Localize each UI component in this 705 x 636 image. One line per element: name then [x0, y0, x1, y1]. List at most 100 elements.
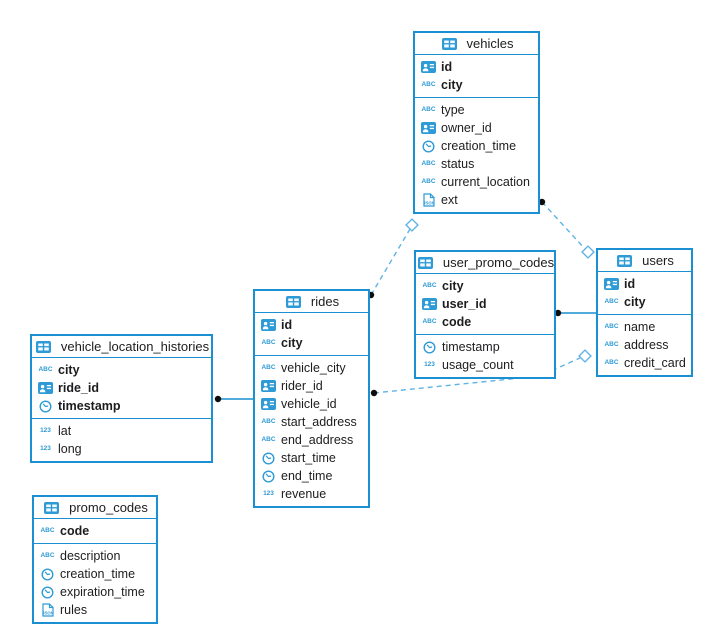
table-header[interactable]: vehicle_location_histories [32, 336, 211, 358]
abc-text-icon: ABC [40, 526, 55, 534]
column-name: vehicle_city [281, 361, 346, 375]
column-name: city [442, 279, 464, 293]
table-header[interactable]: promo_codes [34, 497, 156, 519]
relation-rides-vehicles[interactable] [367, 218, 419, 299]
column-name: name [624, 320, 656, 334]
column-row-rules[interactable]: JSON rules [34, 601, 156, 619]
column-row-id[interactable]: id [255, 316, 368, 334]
json-document-icon: JSON [38, 603, 57, 617]
relation-user_promo_codes-users[interactable] [554, 309, 596, 317]
column-row-vehicle_id[interactable]: vehicle_id [255, 395, 368, 413]
column-row-id[interactable]: id [598, 275, 691, 293]
column-row-timestamp[interactable]: timestamp [416, 338, 554, 356]
column-row-owner_id[interactable]: owner_id [415, 119, 538, 137]
table-header[interactable]: vehicles [415, 33, 538, 55]
column-name: user_id [442, 297, 487, 311]
abc-text-icon: ABC [421, 105, 436, 113]
column-name: rider_id [281, 379, 323, 393]
abc-text-icon: ABC [604, 358, 619, 366]
column-row-creation_time[interactable]: creation_time [415, 137, 538, 155]
column-name: credit_card [624, 356, 686, 370]
column-name: city [624, 295, 646, 309]
id-badge-icon [259, 380, 278, 392]
svg-text:JSON: JSON [42, 610, 53, 615]
column-name: owner_id [441, 121, 492, 135]
column-row-expiration_time[interactable]: expiration_time [34, 583, 156, 601]
relation-endpoint-diamond [405, 218, 419, 232]
abc-text-icon: ABC [38, 365, 53, 373]
column-row-timestamp[interactable]: timestamp [32, 397, 211, 415]
table-header[interactable]: users [598, 250, 691, 272]
column-name: creation_time [60, 567, 136, 581]
column-row-creation_time[interactable]: creation_time [34, 565, 156, 583]
abc-text-icon: ABC [604, 322, 619, 330]
table-title: rides [310, 294, 340, 309]
table-title: vehicle_location_histories [60, 339, 210, 354]
column-row-user_id[interactable]: user_id [416, 295, 554, 313]
column-row-id[interactable]: id [415, 58, 538, 76]
column-name: end_time [281, 469, 333, 483]
column-name: timestamp [58, 399, 121, 413]
id-badge-icon [420, 298, 439, 310]
column-row-start_time[interactable]: start_time [255, 449, 368, 467]
abc-text-icon: ABC [422, 317, 437, 325]
column-name: ext [441, 193, 458, 207]
column-name: expiration_time [60, 585, 145, 599]
column-row-ride_id[interactable]: ride_id [32, 379, 211, 397]
column-row-rider_id[interactable]: rider_id [255, 377, 368, 395]
number-123-icon: 123 [40, 426, 51, 434]
id-badge-icon [602, 278, 621, 290]
table-header[interactable]: user_promo_codes [416, 252, 554, 274]
abc-text-icon: ABC [261, 363, 276, 371]
table-icon [34, 340, 53, 353]
column-name: rules [60, 603, 88, 617]
column-row-vehicle_city[interactable]: ABC vehicle_city [255, 359, 368, 377]
table-header[interactable]: rides [255, 291, 368, 313]
primary-key-section: ABC code [34, 519, 156, 544]
column-name: description [60, 549, 121, 563]
number-123-icon: 123 [424, 360, 435, 368]
json-document-icon: JSON [419, 193, 438, 207]
column-row-end_time[interactable]: end_time [255, 467, 368, 485]
id-badge-icon [259, 398, 278, 410]
abc-text-icon: ABC [604, 340, 619, 348]
id-badge-icon [419, 61, 438, 73]
number-123-icon: 123 [40, 444, 51, 452]
column-row-type[interactable]: ABC type [415, 101, 538, 119]
relation-vehicle_location_histories-rides[interactable] [214, 395, 253, 403]
column-name: code [60, 524, 90, 538]
column-name: id [441, 60, 453, 74]
column-name: type [441, 103, 465, 117]
column-row-credit_card[interactable]: ABC credit_card [598, 354, 691, 372]
column-row-name[interactable]: ABC name [598, 318, 691, 336]
abc-text-icon: ABC [261, 417, 276, 425]
column-row-code[interactable]: ABC code [34, 522, 156, 540]
